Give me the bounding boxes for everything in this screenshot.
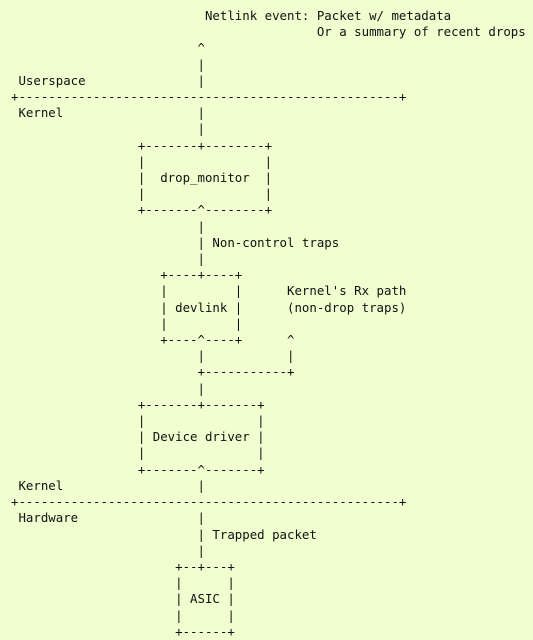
- diagram-line: +----^----+ ^: [11, 332, 295, 348]
- diagram-line: | |: [11, 607, 235, 623]
- diagram-line: | devlink | (non-drop traps): [11, 299, 407, 315]
- diagram-line: | |: [11, 413, 265, 429]
- diagram-line: +----+----+: [11, 267, 243, 283]
- diagram-line: +------+: [11, 623, 235, 639]
- diagram-line: |: [11, 56, 205, 72]
- diagram-line: +-------^--------+: [11, 202, 273, 218]
- diagram-line: +-----------+: [11, 364, 295, 380]
- diagram-line: | ASIC |: [11, 591, 235, 607]
- diagram-line: | |: [11, 445, 265, 461]
- diagram-line: |: [11, 251, 205, 267]
- diagram-line: | |: [11, 153, 273, 169]
- diagram-line: |: [11, 380, 205, 396]
- diagram-line: | Non-control traps: [11, 234, 340, 250]
- diagram-line: +---------------------------------------…: [11, 89, 407, 105]
- diagram-line: |: [11, 542, 205, 558]
- diagram-line: Or a summary of recent drops: [11, 24, 526, 40]
- diagram-line: +--+---+: [11, 558, 235, 574]
- diagram-line: | drop_monitor |: [11, 170, 273, 186]
- diagram-line: | |: [11, 186, 273, 202]
- diagram-line: Hardware |: [11, 510, 205, 526]
- diagram-line: Userspace |: [11, 72, 205, 88]
- diagram-line: +---------------------------------------…: [11, 494, 407, 510]
- diagram-line: Netlink event: Packet w/ metadata: [11, 8, 452, 23]
- diagram-line: |: [11, 121, 205, 137]
- diagram-line: +-------+--------+: [11, 137, 273, 153]
- diagram-line: | | Kernel's Rx path: [11, 283, 407, 299]
- diagram-line: | |: [11, 348, 295, 364]
- diagram-line: ^: [11, 40, 205, 56]
- diagram-line: Kernel |: [11, 477, 205, 493]
- diagram-line: | Trapped packet: [11, 526, 317, 542]
- diagram-line: | Device driver |: [11, 429, 265, 445]
- diagram-line: | |: [11, 315, 243, 331]
- diagram-line: +-------+-------+: [11, 396, 265, 412]
- diagram-line: +-------^-------+: [11, 461, 265, 477]
- diagram-line: |: [11, 218, 205, 234]
- diagram-line: | |: [11, 575, 235, 591]
- ascii-art-block: Netlink event: Packet w/ metadata Or a s…: [11, 8, 526, 640]
- diagram-line: Kernel |: [11, 105, 205, 121]
